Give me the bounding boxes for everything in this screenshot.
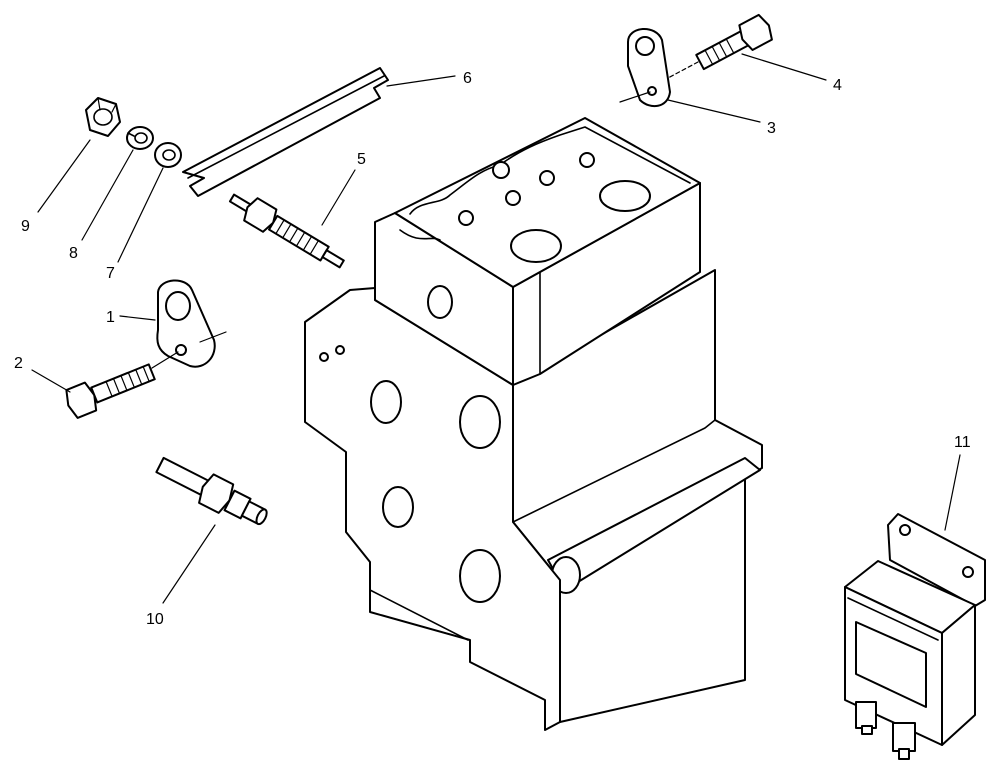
callout-4: 4 [833, 77, 842, 94]
callout-9: 9 [21, 218, 30, 235]
washer-7 [154, 142, 182, 168]
callout-11: 11 [954, 434, 971, 451]
relay-terminals [855, 701, 916, 760]
alignment-line-4 [667, 61, 699, 79]
bracket-3 [619, 28, 671, 108]
callout-2: 2 [14, 355, 23, 372]
bolt-2 [65, 363, 156, 419]
callout-3: 3 [767, 120, 776, 137]
callout-10: 10 [146, 611, 164, 628]
sensor-10 [155, 456, 268, 526]
cylinder-head [374, 117, 701, 386]
relay-11 [844, 513, 986, 760]
callout-7: 7 [106, 265, 115, 282]
callout-8: 8 [69, 245, 78, 262]
stud [228, 193, 345, 269]
bracket-1 [156, 279, 227, 368]
bolt-4 [695, 13, 773, 71]
callout-1: 1 [106, 309, 115, 326]
callout-labels: 1 2 3 4 5 6 7 8 9 10 11 [14, 70, 971, 628]
nut-9 [85, 97, 121, 137]
lock-washer-8 [126, 126, 154, 150]
leader-lines [31, 53, 961, 604]
callout-5: 5 [357, 151, 366, 168]
strap-plate [182, 67, 389, 197]
engine-block [304, 269, 763, 731]
injector-bosses [458, 152, 595, 226]
alignment-line-2 [151, 351, 179, 369]
callout-6: 6 [463, 70, 472, 87]
